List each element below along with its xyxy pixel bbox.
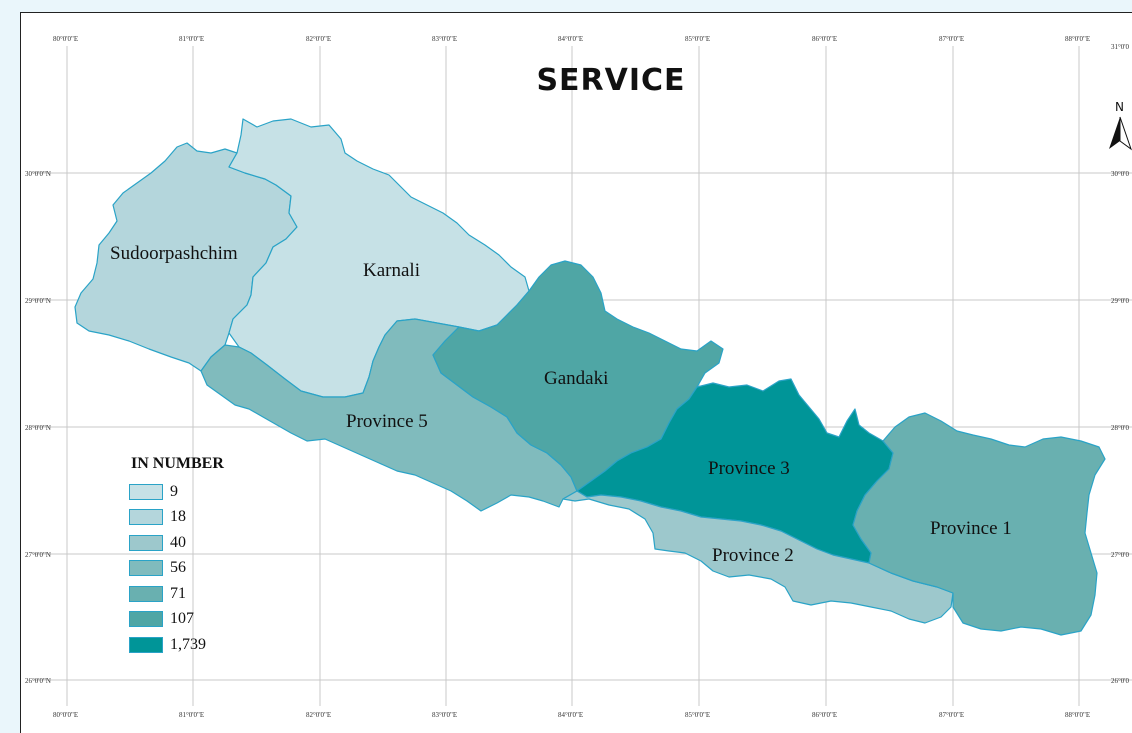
legend: IN NUMBER 9 18 40 56 71 107 1,739	[129, 455, 279, 658]
longitude-labels-top: 80°0'0"E 81°0'0"E 82°0'0"E 83°0'0"E 84°0…	[53, 35, 1090, 43]
legend-swatch	[129, 509, 163, 526]
label-province-2: Province 2	[712, 545, 794, 566]
lon-label: 84°0'0"E	[558, 35, 583, 43]
north-arrow-icon: N	[1109, 100, 1132, 151]
legend-label: 56	[170, 559, 186, 577]
provinces	[74, 118, 1106, 636]
legend-label: 71	[170, 584, 186, 602]
lon-label: 87°0'0"E	[939, 711, 964, 719]
lat-label: 30°0'0"N	[25, 170, 51, 178]
lon-label: 83°0'0"E	[432, 35, 457, 43]
lat-label: 30°0'0	[1111, 170, 1130, 178]
legend-label: 9	[170, 482, 178, 500]
lon-label: 81°0'0"E	[179, 35, 204, 43]
legend-item: 107	[129, 607, 279, 633]
lat-label: 26°0'0	[1111, 677, 1130, 685]
lat-label: 29°0'0	[1111, 297, 1130, 305]
lon-label: 83°0'0"E	[432, 711, 457, 719]
lon-label: 84°0'0"E	[558, 711, 583, 719]
legend-label: 18	[170, 508, 186, 526]
latitude-labels-left: 30°0'0"N 29°0'0"N 28°0'0"N 27°0'0"N 26°0…	[25, 170, 51, 685]
lat-label: 28°0'0"N	[25, 424, 51, 432]
lat-label: 27°0'0"N	[25, 551, 51, 559]
lon-label: 80°0'0"E	[53, 35, 78, 43]
lon-label: 80°0'0"E	[53, 711, 78, 719]
lon-label: 87°0'0"E	[939, 35, 964, 43]
lat-label: 31°0'0	[1111, 43, 1130, 51]
lon-label: 88°0'0"E	[1065, 711, 1090, 719]
legend-title: IN NUMBER	[131, 455, 224, 472]
legend-label: 1,739	[170, 635, 206, 653]
longitude-labels-bottom: 80°0'0"E 81°0'0"E 82°0'0"E 83°0'0"E 84°0…	[53, 711, 1090, 719]
label-karnali: Karnali	[363, 260, 420, 281]
legend-swatch	[129, 483, 163, 500]
lon-label: 85°0'0"E	[685, 35, 710, 43]
label-province-3: Province 3	[708, 458, 790, 479]
legend-item: 18	[129, 505, 279, 531]
lat-label: 28°0'0	[1111, 424, 1130, 432]
label-gandaki: Gandaki	[544, 368, 608, 389]
legend-item: 71	[129, 581, 279, 607]
lat-label: 27°0'0	[1111, 551, 1130, 559]
region-province-1	[852, 412, 1106, 636]
legend-label: 107	[170, 610, 194, 628]
lon-label: 86°0'0"E	[812, 711, 837, 719]
map-canvas: 80°0'0"E 81°0'0"E 82°0'0"E 83°0'0"E 84°0…	[25, 35, 1132, 719]
map-title: SERVICE	[536, 63, 686, 98]
legend-swatch	[129, 585, 163, 602]
legend-swatch	[129, 560, 163, 577]
region-labels: Sudoorpashchim Karnali Province 5 Gandak…	[110, 243, 1012, 566]
lon-label: 88°0'0"E	[1065, 35, 1090, 43]
legend-items: 9 18 40 56 71 107 1,739	[129, 479, 279, 658]
north-label: N	[1115, 100, 1124, 114]
lon-label: 85°0'0"E	[685, 711, 710, 719]
legend-swatch	[129, 534, 163, 551]
lat-label: 26°0'0"N	[25, 677, 51, 685]
map-frame: 80°0'0"E 81°0'0"E 82°0'0"E 83°0'0"E 84°0…	[20, 12, 1132, 733]
label-province-1: Province 1	[930, 518, 1012, 539]
lon-label: 86°0'0"E	[812, 35, 837, 43]
lon-label: 81°0'0"E	[179, 711, 204, 719]
legend-item: 1,739	[129, 632, 279, 658]
legend-label: 40	[170, 533, 186, 551]
label-province-5: Province 5	[346, 411, 428, 432]
legend-swatch	[129, 611, 163, 628]
label-sudoorpashchim: Sudoorpashchim	[110, 243, 238, 264]
lat-label: 29°0'0"N	[25, 297, 51, 305]
legend-item: 9	[129, 479, 279, 505]
legend-item: 56	[129, 556, 279, 582]
lon-label: 82°0'0"E	[306, 35, 331, 43]
lon-label: 82°0'0"E	[306, 711, 331, 719]
legend-item: 40	[129, 530, 279, 556]
latitude-labels-right: 31°0'0 30°0'0 29°0'0 28°0'0 27°0'0 26°0'…	[1111, 43, 1130, 685]
legend-swatch	[129, 636, 163, 653]
region-province-2	[562, 490, 954, 624]
